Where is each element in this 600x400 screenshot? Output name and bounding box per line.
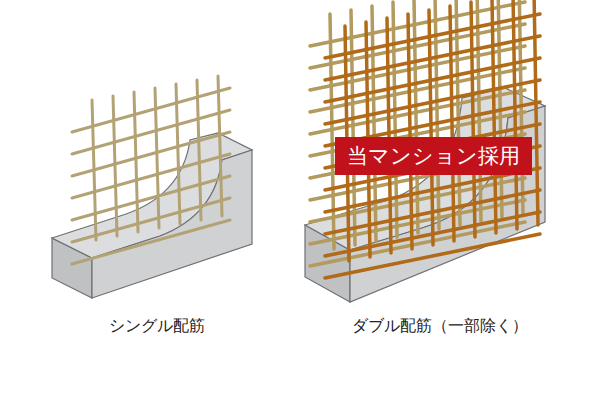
rebar (325, 36, 540, 80)
adoption-badge: 当マンション採用 (335, 137, 532, 175)
rebar (351, 10, 355, 245)
rebar (393, 2, 397, 237)
rebar (450, 6, 454, 241)
rebar (325, 58, 540, 102)
rebar (72, 198, 230, 242)
rebar (113, 96, 117, 236)
double-rebar-front (325, 0, 540, 278)
badge-text: 当マンション採用 (347, 142, 520, 170)
rebar (325, 190, 540, 234)
rebar (197, 80, 201, 220)
rebar (325, 212, 540, 256)
caption-label: シングル配筋 (109, 316, 205, 337)
rebar (408, 14, 412, 249)
rebar (429, 10, 433, 245)
rebar (72, 220, 230, 264)
rebar (372, 6, 376, 241)
rebar (325, 80, 540, 124)
caption-label: ダブル配筋（一部除く） (352, 316, 528, 337)
single-rebar (72, 76, 230, 264)
rebar (72, 132, 230, 176)
rebar (72, 88, 230, 132)
rebar (72, 110, 230, 154)
rebar (176, 84, 180, 224)
rebar (325, 14, 540, 58)
rebar (325, 234, 540, 278)
rebar (414, 0, 418, 233)
rebar (387, 18, 391, 253)
rebar (218, 76, 222, 216)
rebar (72, 154, 230, 198)
rebar (72, 176, 230, 220)
